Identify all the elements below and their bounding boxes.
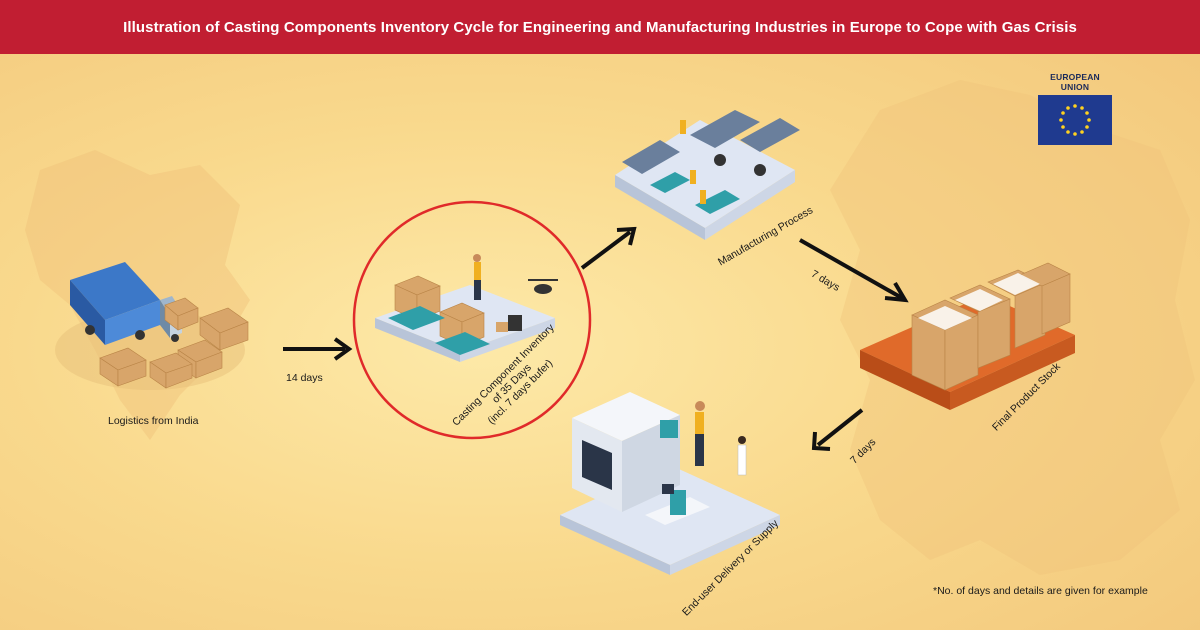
arrow-inventory-to-manufacturing bbox=[580, 226, 637, 270]
logistics-illustration bbox=[55, 262, 249, 390]
inventory-illustration bbox=[352, 200, 592, 440]
eu-flag-icon bbox=[1038, 95, 1112, 145]
logistics-label: Logistics from India bbox=[108, 415, 199, 427]
page-title: Illustration of Casting Components Inven… bbox=[123, 18, 1077, 36]
arrow-logistics-to-inventory bbox=[283, 337, 353, 361]
title-banner: Illustration of Casting Components Inven… bbox=[0, 0, 1200, 54]
manufacturing-illustration bbox=[615, 110, 800, 240]
arrow-stock-to-delivery bbox=[811, 408, 864, 451]
eu-badge-label: EUROPEAN UNION bbox=[1050, 72, 1100, 92]
highlight-circle bbox=[352, 200, 592, 440]
eu-badge: EUROPEAN UNION bbox=[1036, 72, 1114, 145]
final-stock-illustration bbox=[860, 262, 1075, 410]
arrow-manufacturing-to-stock bbox=[799, 238, 909, 303]
duration-india-to-inventory: 14 days bbox=[286, 372, 323, 384]
footnote: *No. of days and details are given for e… bbox=[933, 585, 1148, 597]
delivery-illustration bbox=[560, 392, 780, 575]
